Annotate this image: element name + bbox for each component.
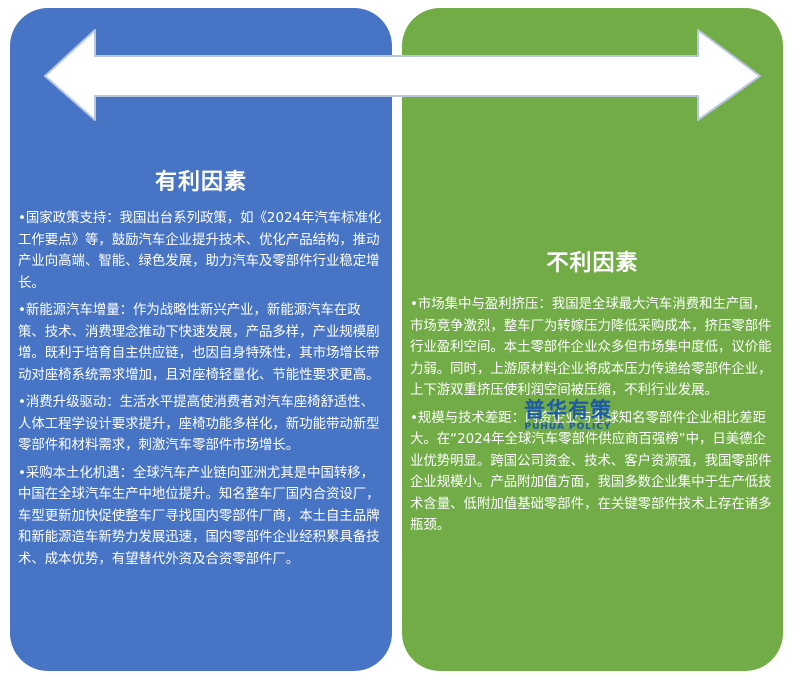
favorable-item-policy: •国家政策支持：我国出台系列政策，如《2024年汽车标准化工作要点》等，鼓励汽车… (18, 211, 382, 291)
unfavorable-factors-list: •市场集中与盈利挤压：我国是全球最大汽车消费和生产国，市场竞争激烈，整车厂为转嫁… (410, 294, 776, 543)
favorable-factors-panel: 有利因素 •国家政策支持：我国出台系列政策，如《2024年汽车标准化工作要点》等… (10, 8, 392, 671)
favorable-item-localization: •采购本土化机遇：全球汽车产业链向亚洲尤其是中国转移，中国在全球汽车生产中地位提… (18, 465, 380, 567)
favorable-factors-list: •国家政策支持：我国出台系列政策，如《2024年汽车标准化工作要点》等，鼓励汽车… (18, 208, 384, 576)
favorable-factors-title: 有利因素 (154, 170, 247, 195)
favorable-item-nev: •新能源汽车增量：作为战略性新兴产业，新能源汽车在政策、技术、消费理念推动下快速… (18, 303, 380, 383)
unfavorable-item-market: •市场集中与盈利挤压：我国是全球最大汽车消费和生产国，市场竞争激烈，整车厂为转嫁… (410, 297, 772, 398)
unfavorable-factors-panel: 不利因素 •市场集中与盈利挤压：我国是全球最大汽车消费和生产国，市场竞争激烈，整… (402, 8, 783, 671)
unfavorable-item-scale: •规模与技术差距：内资企业与全球知名零部件企业相比差距大。在“2024年全球汽车… (410, 410, 772, 534)
unfavorable-factors-title: 不利因素 (546, 251, 639, 276)
favorable-item-consumption: •消费升级驱动：生活水平提高使消费者对汽车座椅舒适性、人体工程学设计要求提升，座… (18, 395, 380, 453)
